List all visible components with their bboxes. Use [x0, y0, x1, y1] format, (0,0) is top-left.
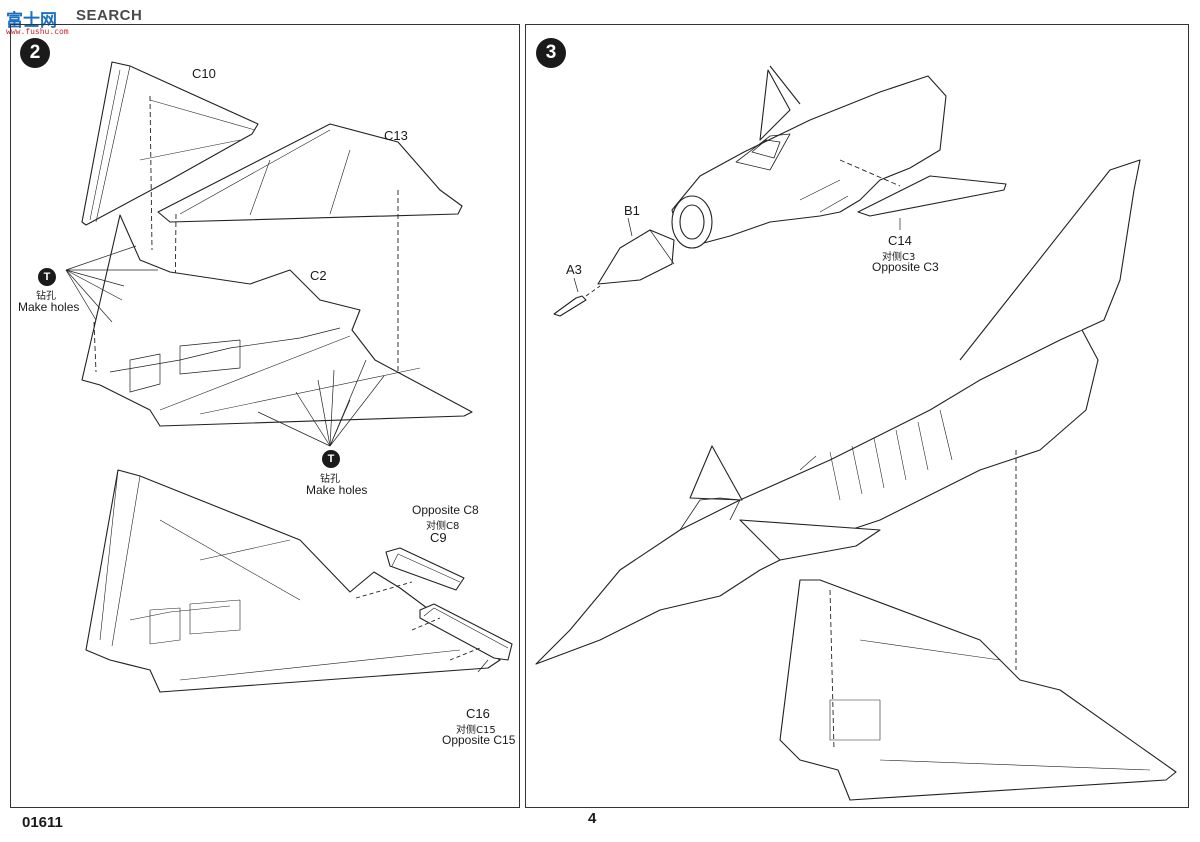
part-c9-drawing — [355, 547, 465, 599]
label-c16-opposite-en: Opposite C15 — [442, 733, 516, 747]
label-b1: B1 — [624, 203, 640, 218]
page-number: 4 — [588, 810, 597, 827]
label-c2: C2 — [310, 268, 327, 283]
label-c9-opposite-en: Opposite C8 — [412, 503, 479, 517]
watermark-text: SEARCH — [76, 7, 143, 24]
label-c16-opposite-cn: 对侧C15 — [456, 725, 496, 736]
part-c10-drawing — [81, 61, 259, 251]
label-c9-opposite-cn: 对侧C8 — [426, 521, 460, 532]
part-c16-drawing — [411, 603, 513, 673]
part-c2-drawing — [81, 214, 473, 427]
drill-tool-icon: T — [322, 450, 340, 468]
part-c14-drawing — [857, 175, 1007, 230]
drill-label-en-lower: Make holes — [306, 483, 368, 497]
label-a3: A3 — [566, 262, 582, 277]
label-c14-opposite-en: Opposite C3 — [872, 260, 939, 274]
part-b1-drawing — [597, 217, 675, 285]
part-c13-drawing — [157, 123, 463, 411]
aircraft-assembly-drawing — [535, 159, 1177, 801]
label-c14: C14 — [888, 233, 912, 248]
label-c10: C10 — [192, 66, 216, 81]
drill-leader-lines-upper — [65, 245, 158, 323]
label-c13: C13 — [384, 128, 408, 143]
watermark: 富士网 SEARCH www.fushu.com — [2, 2, 172, 36]
drill-label-en-upper: Make holes — [18, 300, 80, 314]
label-c9: C9 — [430, 530, 447, 545]
forward-fuselage-drawing — [671, 65, 947, 249]
part-a3-drawing — [553, 277, 601, 317]
kit-number: 01611 — [22, 814, 63, 831]
assembled-wing-drawing — [85, 469, 501, 693]
watermark-logo: 富士网 — [6, 11, 57, 31]
drill-label-cn-upper: 钻孔 — [36, 291, 56, 302]
drill-leader-lines-lower — [257, 359, 385, 447]
drill-tool-icon: T — [38, 268, 56, 286]
label-c14-opposite-cn: 对侧C3 — [882, 252, 916, 263]
watermark-url: www.fushu.com — [6, 27, 69, 36]
step-3-badge: 3 — [536, 38, 566, 68]
step-3-panel — [525, 24, 1189, 808]
step-2-panel — [10, 24, 520, 808]
step-2-badge: 2 — [20, 38, 50, 68]
drill-label-cn-lower: 钻孔 — [320, 474, 340, 485]
label-c16: C16 — [466, 706, 490, 721]
